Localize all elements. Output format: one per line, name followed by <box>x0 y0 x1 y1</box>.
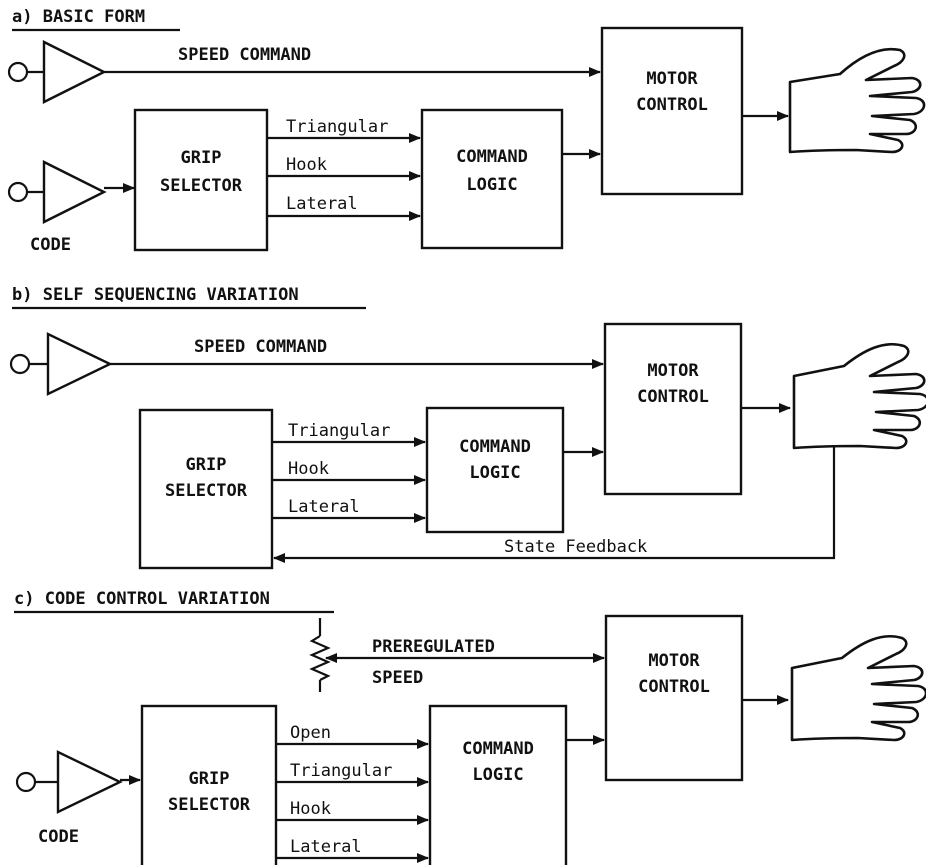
section-a-speed-amplifier-icon <box>44 42 104 102</box>
section-c-lateral-label: Lateral <box>290 837 362 857</box>
section-a-title: a) BASIC FORM <box>12 7 145 27</box>
section-b-command-label: COMMAND <box>459 437 531 457</box>
section-c-code-input-terminal <box>17 773 35 791</box>
section-b-hand-icon <box>794 344 926 448</box>
section-b-title: b) SELF SEQUENCING VARIATION <box>12 285 299 305</box>
section-c-hand-icon <box>792 636 926 740</box>
section-c-preregulated-label: PREREGULATED <box>372 637 495 657</box>
section-a-hand-icon <box>790 49 924 152</box>
section-a-code-amplifier-icon <box>44 162 104 222</box>
section-b-motor-label: MOTOR <box>647 361 699 381</box>
section-c-code-control: c) CODE CONTROL VARIATION PREREGULATED S… <box>14 589 926 865</box>
section-a-command-label: COMMAND <box>456 147 528 167</box>
section-c-hook-label: Hook <box>290 799 331 819</box>
section-a-speed-command-label: SPEED COMMAND <box>178 45 311 65</box>
section-c-control-label: CONTROL <box>638 677 710 697</box>
section-a-code-input-terminal <box>9 183 27 201</box>
section-b-selector-label: SELECTOR <box>165 481 248 501</box>
section-b-speed-command-label: SPEED COMMAND <box>194 337 327 357</box>
section-a-basic-form: a) BASIC FORM SPEED COMMAND MOTOR CONTRO… <box>9 7 924 255</box>
section-c-code-label: CODE <box>38 827 79 847</box>
section-c-open-label: Open <box>290 723 331 743</box>
section-b-control-label: CONTROL <box>637 387 709 407</box>
section-c-motor-label: MOTOR <box>648 651 700 671</box>
section-c-selector-label: SELECTOR <box>168 795 251 815</box>
section-b-hook-label: Hook <box>288 459 329 479</box>
section-c-speed-label: SPEED <box>372 668 423 688</box>
section-a-logic-label: LOGIC <box>466 175 517 195</box>
section-a-control-label: CONTROL <box>636 95 708 115</box>
section-c-grip-label: GRIP <box>189 769 230 789</box>
section-b-speed-amplifier-icon <box>48 334 110 394</box>
section-a-motor-label: MOTOR <box>646 69 698 89</box>
section-c-command-label: COMMAND <box>462 739 534 759</box>
section-a-triangular-label: Triangular <box>286 117 388 137</box>
section-c-motor-control-block <box>606 616 742 780</box>
section-a-lateral-label: Lateral <box>286 194 358 214</box>
section-b-self-sequencing: b) SELF SEQUENCING VARIATION SPEED COMMA… <box>11 285 926 568</box>
section-a-grip-label: GRIP <box>181 148 222 168</box>
section-b-logic-label: LOGIC <box>469 463 520 483</box>
section-b-triangular-label: Triangular <box>288 421 390 441</box>
section-a-hook-label: Hook <box>286 155 327 175</box>
section-c-potentiometer-icon <box>312 636 328 680</box>
section-c-triangular-label: Triangular <box>290 761 392 781</box>
section-b-state-feedback-label: State Feedback <box>504 537 647 557</box>
section-b-speed-input-terminal <box>11 355 29 373</box>
section-c-code-amplifier-icon <box>58 752 120 812</box>
section-b-lateral-label: Lateral <box>288 497 360 517</box>
section-c-title: c) CODE CONTROL VARIATION <box>14 589 270 609</box>
section-c-logic-label: LOGIC <box>472 765 523 785</box>
section-a-speed-input-terminal <box>9 63 27 81</box>
section-a-selector-label: SELECTOR <box>160 176 243 196</box>
section-b-motor-control-block <box>605 324 741 494</box>
section-a-code-label: CODE <box>30 235 71 255</box>
section-c-command-logic-block <box>430 706 566 865</box>
section-b-grip-label: GRIP <box>186 455 227 475</box>
